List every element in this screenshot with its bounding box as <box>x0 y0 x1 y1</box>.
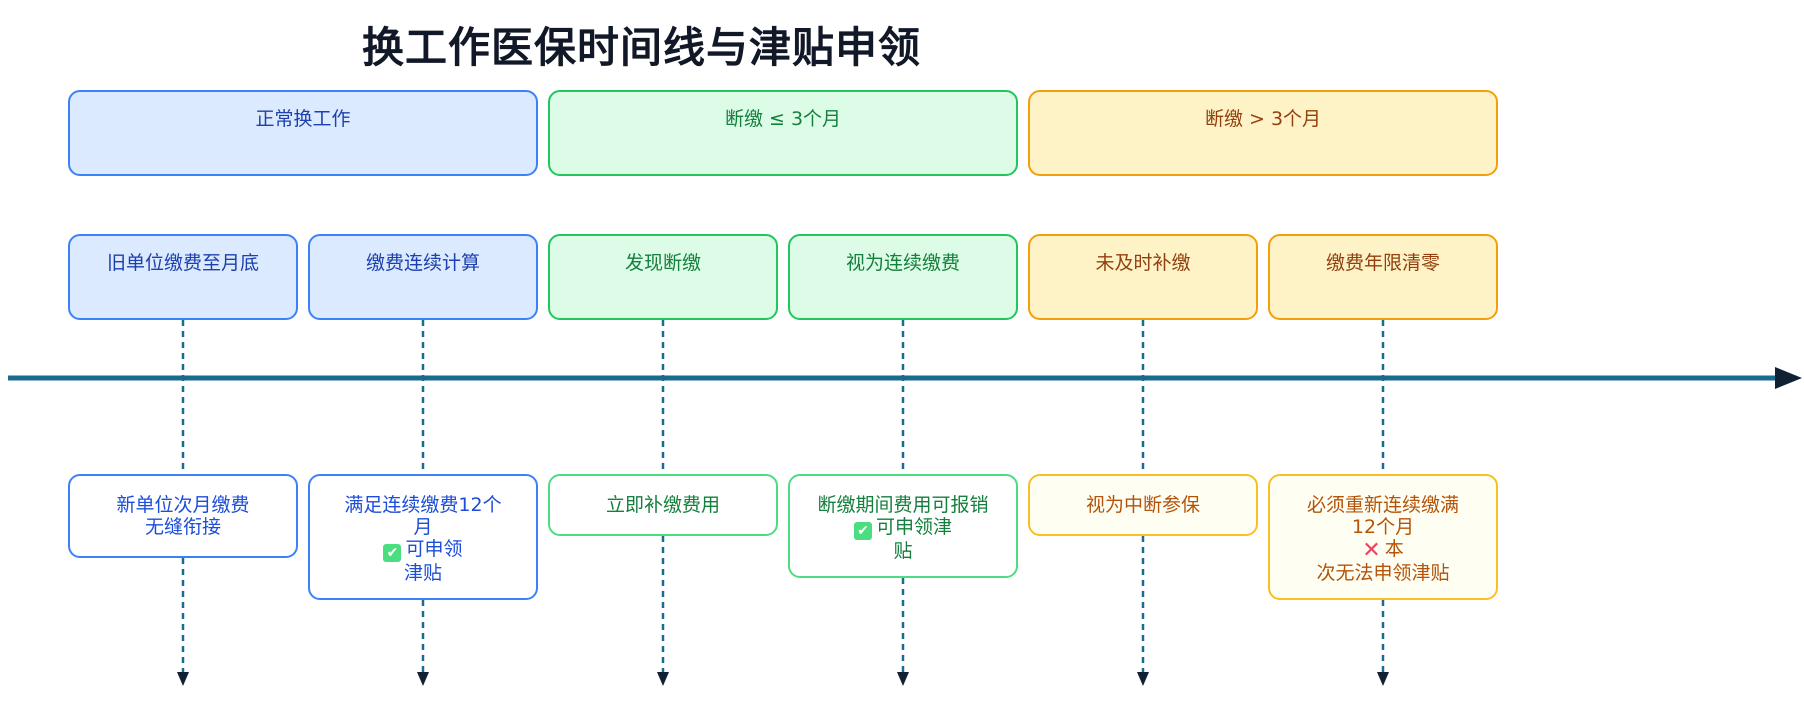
phase-gap-found: 发现断缴 <box>548 234 778 320</box>
phase-label: 旧单位缴费至月底 <box>106 252 259 274</box>
phase-continuous-count: 缴费连续计算 <box>308 234 538 320</box>
connectors <box>177 320 1389 686</box>
check-icon: ✔ <box>383 544 402 562</box>
note-line: 新单位次月缴费 <box>116 494 250 516</box>
section-label: 断缴 > 3个月 <box>1204 108 1322 130</box>
phase-old-employer-pays: 旧单位缴费至月底 <box>68 234 298 320</box>
note-restart-12-months: 必须重新连续缴满 12个月 ✕本 次无法申领津贴 <box>1268 474 1498 600</box>
note-line: 贴 <box>893 540 913 562</box>
note-seamless-transition: 新单位次月缴费 无缝衔接 <box>68 474 298 558</box>
note-line: 津贴 <box>403 562 442 584</box>
phase-years-reset: 缴费年限清零 <box>1268 234 1498 320</box>
timeline-arrowhead <box>1775 367 1802 389</box>
phase-label: 未及时补缴 <box>1095 252 1191 274</box>
phase-label: 发现断缴 <box>624 252 701 274</box>
section-normal-job-change: 正常换工作 <box>68 90 538 176</box>
section-gap-within-3-months: 断缴 ≤ 3个月 <box>548 90 1018 176</box>
note-repay-immediately: 立即补缴费用 <box>548 474 778 536</box>
note-line: 立即补缴费用 <box>605 494 720 516</box>
note-line: 视为中断参保 <box>1085 494 1200 516</box>
connector-arrowhead <box>1377 672 1389 686</box>
note-line: 次无法申领津贴 <box>1316 562 1450 584</box>
note-insurance-interrupted: 视为中断参保 <box>1028 474 1258 536</box>
note-line: 12个月 <box>1351 516 1415 538</box>
phase-not-repaid: 未及时补缴 <box>1028 234 1258 320</box>
note-line: 月 <box>413 516 433 538</box>
connector-arrowhead <box>897 672 909 686</box>
diagram-title: 换工作医保时间线与津贴申领 <box>362 23 922 72</box>
note-line: 满足连续缴费12个 <box>344 494 502 516</box>
phase-label: 缴费年限清零 <box>1325 252 1440 274</box>
section-gap-over-3-months: 断缴 > 3个月 <box>1028 90 1498 176</box>
note-line: 可申领 <box>405 538 463 560</box>
phase-treated-continuous: 视为连续缴费 <box>788 234 1018 320</box>
note-line: 可申领津 <box>875 516 952 538</box>
note-line: 本 <box>1384 538 1404 560</box>
section-label: 正常换工作 <box>255 108 351 130</box>
connector-arrowhead <box>657 672 669 686</box>
section-label: 断缴 ≤ 3个月 <box>724 108 842 130</box>
note-12-months-eligible: 满足连续缴费12个 月 ✔可申领 津贴 <box>308 474 538 600</box>
connector-arrowhead <box>177 672 189 686</box>
note-line: 无缝衔接 <box>144 516 221 538</box>
note-line: 必须重新连续缴满 <box>1306 494 1459 516</box>
note-reimbursable: 断缴期间费用可报销 ✔可申领津 贴 <box>788 474 1018 578</box>
cross-icon: ✕ <box>1362 538 1381 563</box>
phase-label: 缴费连续计算 <box>365 252 480 274</box>
connector-arrowhead <box>1137 672 1149 686</box>
phase-label: 视为连续缴费 <box>845 252 960 274</box>
connector-arrowhead <box>417 672 429 686</box>
note-line: 断缴期间费用可报销 <box>817 494 989 516</box>
check-icon: ✔ <box>853 522 872 540</box>
